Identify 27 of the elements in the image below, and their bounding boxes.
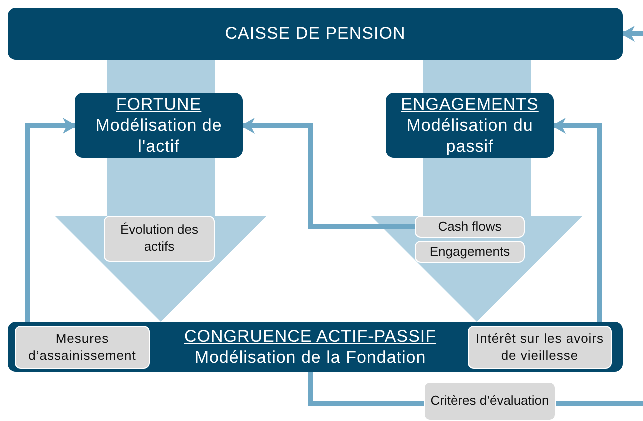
label-text: Intérêt sur les avoirs de vieillesse [474,330,606,364]
subtitle: Modélisation de l'actif [94,114,224,158]
broad-band [107,60,215,93]
subtitle: Modélisation de la Fondation [194,347,426,368]
label-box [468,326,612,369]
heading: FORTUNE [116,94,202,115]
label-box [415,241,525,263]
label-text: Mesures d’assainissement [28,330,138,364]
arrow [621,26,643,42]
label-box [424,382,556,421]
label-text: Critères d’évaluation [430,393,550,410]
heading: CONGRUENCE ACTIF-PASSIF [184,326,437,347]
broad-band [423,60,531,93]
liability-model-box [386,93,554,158]
asset-model-box [75,93,243,158]
label-box [415,216,525,238]
label-text: Évolution des actifs [119,222,200,256]
alm-banner [8,322,623,372]
label-text: CAISSE DE PENSION [225,23,406,45]
arrow [241,118,415,230]
subtitle: Modélisation du passif [406,114,534,158]
label-text: Cash flows [438,218,502,236]
heading: ENGAGEMENTS [401,94,539,115]
label-text: Engagements [430,244,510,260]
label-box [104,216,215,262]
pension-fund-banner [8,8,623,60]
label-box [15,326,150,369]
